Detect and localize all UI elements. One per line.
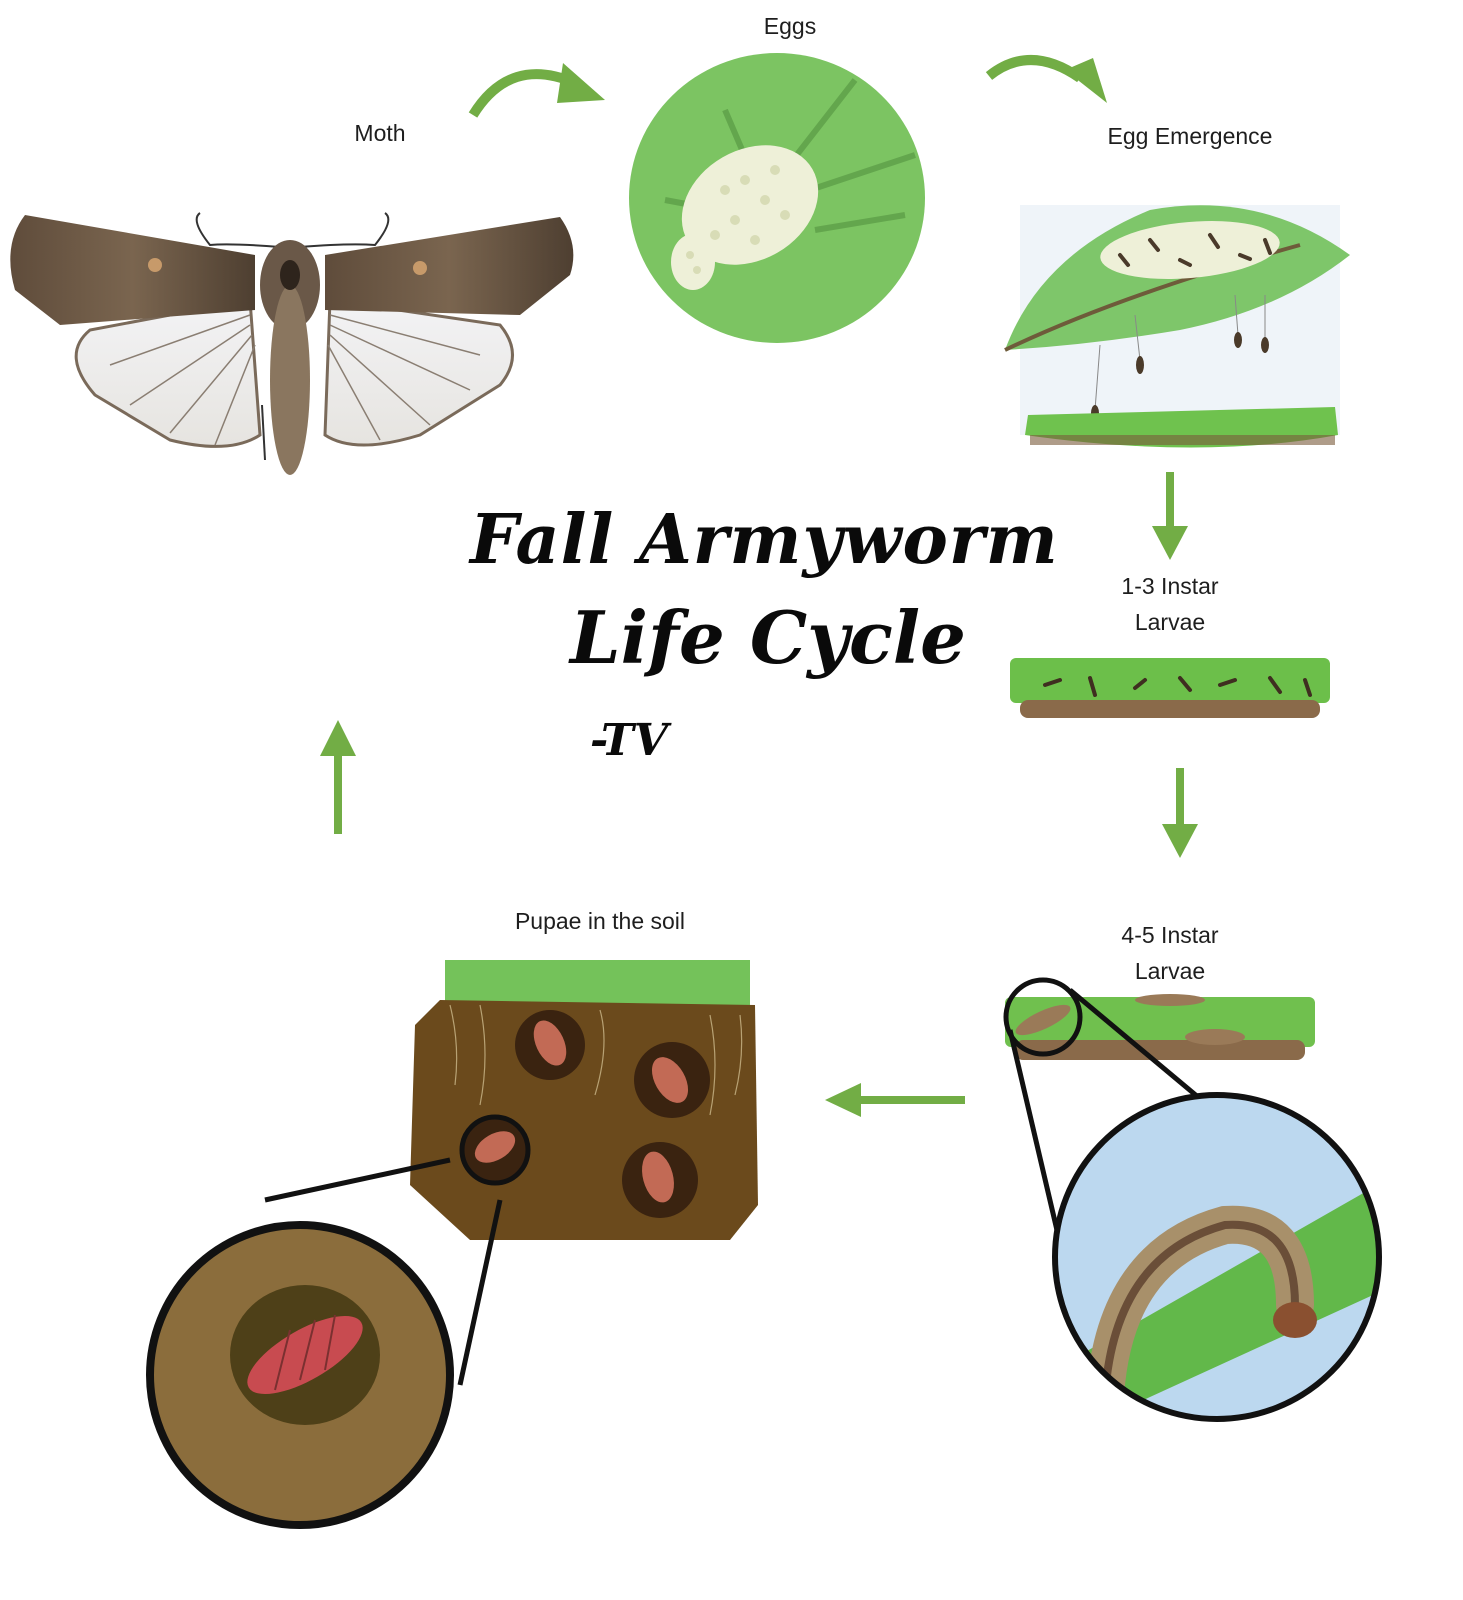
pupae-in-soil-illustration: [410, 960, 758, 1240]
curved-arrow-icon: [468, 63, 605, 118]
stage-label-line1: 1-3 Instar: [1121, 573, 1219, 599]
diagram-title-line1: Fall Armyworm: [470, 500, 1059, 580]
stage-label-line2: Larvae: [1134, 958, 1206, 984]
curved-arrow-icon: [985, 55, 1107, 103]
diagram-signature: -TV: [590, 715, 668, 766]
stage-label-instar-4-5: 4-5 Instar Larvae: [1090, 917, 1250, 989]
arrow-left-icon: [825, 1083, 965, 1117]
stage-label-line2: Larvae: [1134, 609, 1206, 635]
pupa-closeup-illustration: [146, 1157, 503, 1529]
arrow-down-icon: [1162, 768, 1198, 858]
diagram-title-line2: Life Cycle: [570, 595, 966, 680]
arrow-down-icon: [1152, 472, 1188, 560]
instar-4-5-larvae-illustration: [1003, 977, 1382, 1422]
stage-label-line1: 4-5 Instar: [1121, 922, 1219, 948]
stage-label-instar-1-3: 1-3 Instar Larvae: [1090, 568, 1250, 640]
eggs-illustration: [629, 53, 925, 343]
stage-label-egg-emergence: Egg Emergence: [1107, 123, 1273, 149]
instar-1-3-larvae-illustration: [1010, 658, 1330, 718]
stage-label-moth: Moth: [354, 120, 406, 146]
arrow-up-icon: [320, 720, 356, 834]
egg-emergence-illustration: [1004, 205, 1350, 448]
stage-label-pupae: Pupae in the soil: [514, 908, 686, 934]
stage-label-eggs: Eggs: [763, 13, 817, 39]
moth-illustration: [10, 212, 574, 475]
